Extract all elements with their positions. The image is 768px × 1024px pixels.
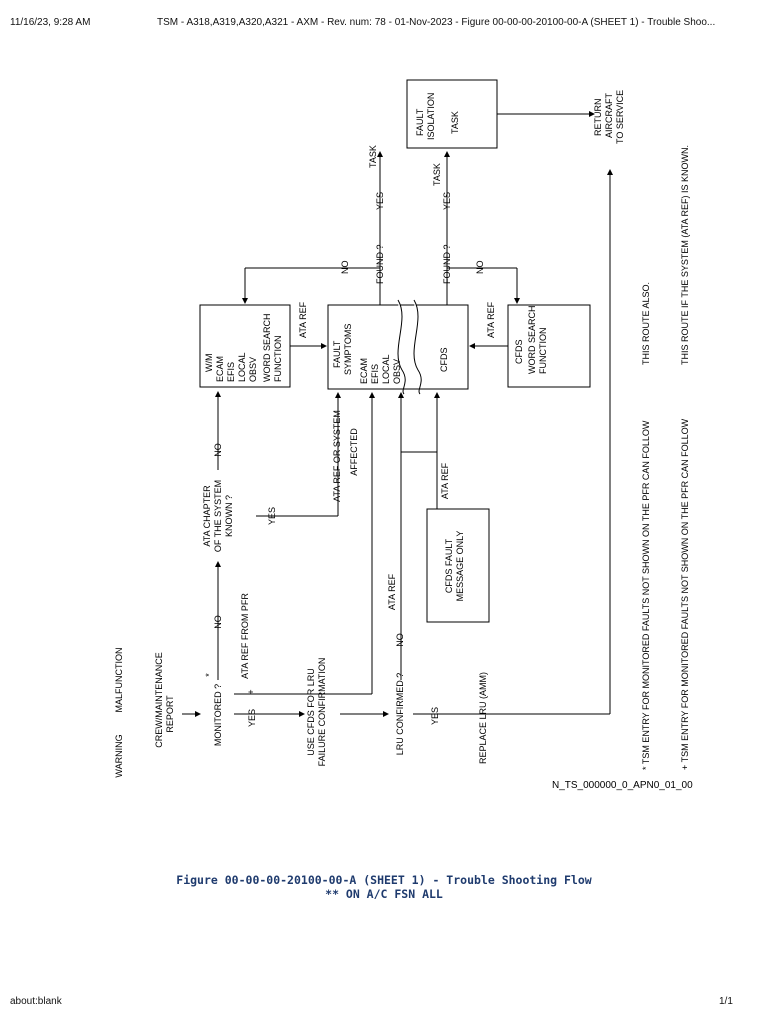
wm-function: FUNCTION (273, 336, 283, 383)
fault-isolation-3: TASK (450, 111, 460, 134)
label-yes-monitored: YES (247, 709, 257, 727)
cfds-label: CFDS (439, 348, 449, 373)
fault-obsv: OBSV (392, 359, 402, 384)
print-url: about:blank (10, 996, 62, 1007)
wm-ecam: ECAM (215, 356, 225, 382)
label-ata-ref-lru: ATA REF (387, 573, 397, 610)
found-right: FOUND ? (442, 244, 452, 284)
label-crew-report-2: REPORT (165, 695, 175, 733)
label-warning: WARNING (114, 734, 124, 777)
fault-isolation-1: FAULT (415, 108, 425, 136)
figure-reference-code: N_TS_000000_0_APN0_01_00 (552, 780, 693, 791)
task-right: TASK (432, 163, 442, 186)
label-ata-chapter-3: KNOWN ? (224, 495, 234, 537)
no-found-left: NO (340, 261, 350, 275)
fault-isolation-2: ISOLATION (426, 93, 436, 140)
wm-local: LOCAL (237, 352, 247, 382)
fault-efis: EFIS (370, 364, 380, 384)
fault-title-1: FAULT (332, 340, 342, 368)
label-replace-lru: REPLACE LRU (AMM) (478, 672, 488, 764)
label-ata-ref-or-system-2: AFFECTED (349, 428, 359, 476)
cfds-word-search-box (507, 304, 591, 388)
note-1b: THIS ROUTE ALSO. (641, 282, 651, 365)
note-2: + TSM ENTRY FOR MONITORED FAULTS NOT SHO… (680, 418, 690, 770)
label-use-cfds-2: FAILURE CONFIRMATION (317, 658, 327, 767)
label-plus: + (246, 689, 256, 694)
note-1: * TSM ENTRY FOR MONITORED FAULTS NOT SHO… (641, 420, 651, 770)
figure-subcaption: ** ON A/C FSN ALL (325, 887, 443, 901)
ata-ref-cfds-ws: ATA REF (486, 301, 496, 338)
task-left: TASK (368, 145, 378, 168)
wm-title: W/M (204, 354, 214, 373)
label-ata-chapter-1: ATA CHAPTER (202, 485, 212, 547)
return-aircraft-1: RETURN (593, 99, 603, 137)
note-2b: THIS ROUTE IF THE SYSTEM (ATA REF) IS KN… (680, 145, 690, 365)
return-aircraft-2: AIRCRAFT (604, 92, 614, 138)
label-ata-ref-cfds-msg: ATA REF (440, 462, 450, 499)
label-no-monitored: NO (213, 615, 223, 629)
label-yes-ata-chapter: YES (267, 507, 277, 525)
ata-ref-wm: ATA REF (298, 301, 308, 338)
fault-title-2: SYMPTOMS (343, 324, 353, 375)
label-monitored-star: * (204, 673, 214, 677)
label-cfds-fault-msg-2: MESSAGE ONLY (455, 531, 465, 602)
cfds-ws-3: FUNCTION (538, 328, 548, 375)
wm-word-search-box (199, 304, 291, 388)
label-monitored: MONITORED ? (213, 684, 223, 746)
found-left: FOUND ? (375, 244, 385, 284)
no-found-right: NO (475, 261, 485, 275)
label-use-cfds-1: USE CFDS FOR LRU (306, 668, 316, 756)
label-ata-ref-or-system-1: ATA REF OR SYSTEM (332, 410, 342, 502)
return-aircraft-3: TO SERVICE (615, 90, 625, 144)
print-page-number: 1/1 (719, 996, 733, 1007)
label-no-lru: NO (395, 633, 405, 647)
label-ata-chapter-2: OF THE SYSTEM (213, 480, 223, 552)
fault-ecam: ECAM (359, 358, 369, 384)
label-no-ata-chapter: NO (213, 443, 223, 457)
wm-obsv: OBSV (248, 357, 258, 382)
label-malfunction: MALFUNCTION (114, 648, 124, 713)
box-break-right (413, 299, 422, 395)
print-timestamp: 11/16/23, 9:28 AM (10, 17, 91, 28)
label-lru-confirmed: LRU CONFIRMED ? (395, 673, 405, 756)
wm-word-search: WORD SEARCH (262, 313, 272, 382)
label-cfds-fault-msg-1: CFDS FAULT (444, 538, 454, 593)
label-ata-ref-from-pfr: ATA REF FROM PFR (240, 593, 250, 679)
cfds-ws-2: WORD SEARCH (527, 305, 537, 374)
cfds-fault-message-box (426, 508, 490, 623)
fault-isolation-box (406, 79, 498, 149)
cfds-ws-1: CFDS (514, 340, 524, 365)
yes-found-left: YES (375, 192, 385, 210)
yes-found-right: YES (442, 192, 452, 210)
label-yes-lru: YES (430, 707, 440, 725)
label-crew-report-1: CREW/MAINTENANCE (154, 652, 164, 748)
wm-efis: EFIS (226, 362, 236, 382)
fault-local: LOCAL (381, 354, 391, 384)
box-break-left (397, 299, 406, 395)
figure-caption: Figure 00-00-00-20100-00-A (SHEET 1) - T… (176, 873, 592, 887)
